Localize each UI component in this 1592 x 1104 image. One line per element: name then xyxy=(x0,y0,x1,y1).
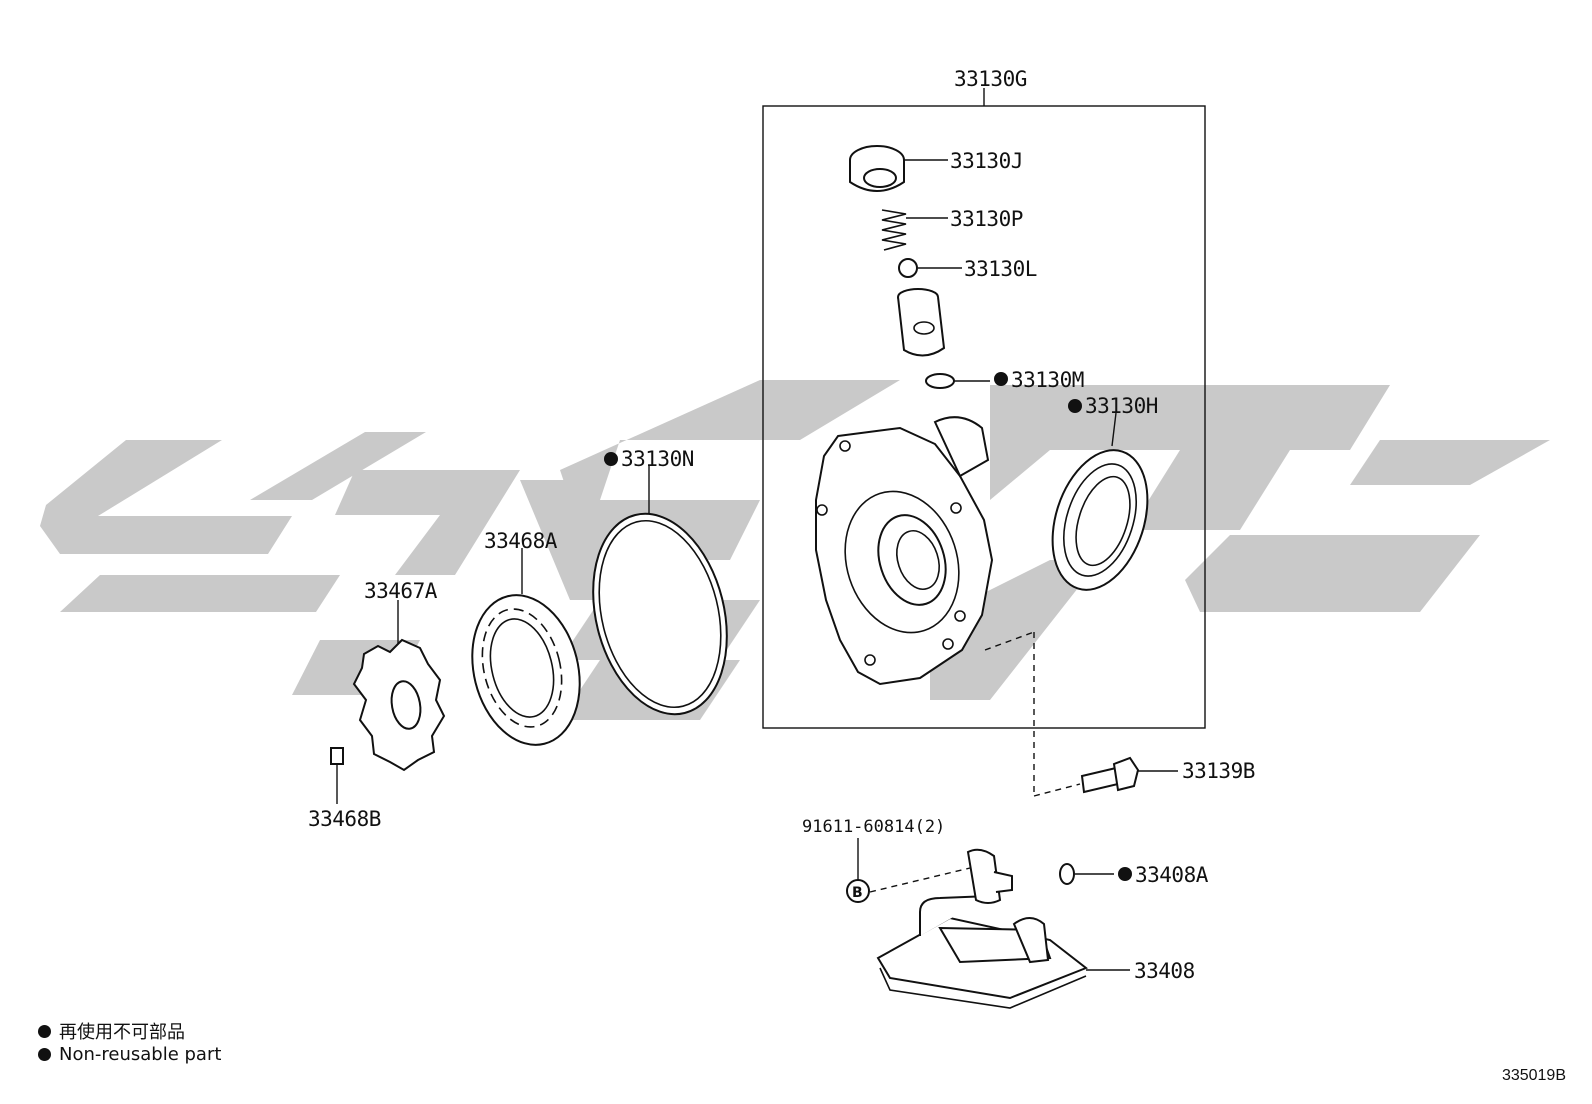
gear-33467A: 33467A xyxy=(352,579,446,772)
label-33408A: 33408A xyxy=(1135,863,1209,887)
non-reusable-dot-icon xyxy=(38,1024,51,1038)
key-33468B: 33468B xyxy=(308,747,381,831)
label-33130L: 33130L xyxy=(964,257,1037,281)
non-reusable-dot-icon xyxy=(994,372,1008,386)
label-33467A: 33467A xyxy=(364,579,438,603)
legend-line-japanese: 再使用不可部品 xyxy=(38,1018,185,1044)
non-reusable-dot-icon xyxy=(1118,867,1132,881)
oring-33130N: 33130N xyxy=(592,447,728,716)
non-reusable-dot-icon xyxy=(38,1048,51,1061)
label-33468B: 33468B xyxy=(308,807,381,831)
gear-33468A: 33468A xyxy=(471,529,581,746)
label-33130P: 33130P xyxy=(950,207,1023,231)
assembly-label: 33130G xyxy=(954,67,1027,91)
label-33130M: 33130M xyxy=(1011,368,1084,392)
plug-33130J: 33130J xyxy=(849,145,1023,192)
label-33130J: 33130J xyxy=(950,149,1023,173)
non-reusable-dot-icon xyxy=(1068,399,1082,413)
legend-text-english: Non-reusable part xyxy=(59,1044,222,1065)
relief-valve xyxy=(897,288,946,357)
bolt-91611: 91611-60814(2) B xyxy=(802,817,971,903)
oring-33408A: 33408A xyxy=(1059,863,1209,887)
bolt-callout-letter: B xyxy=(852,885,863,901)
label-33408: 33408 xyxy=(1134,959,1195,983)
oring-33130M: 33130M xyxy=(925,368,1084,392)
watermark-logo xyxy=(40,380,1550,720)
legend-line-english: Non-reusable part xyxy=(38,1044,221,1065)
pump-body xyxy=(815,416,994,686)
drawing-code: 335019B xyxy=(1501,1067,1566,1084)
bolt-callout-icon xyxy=(846,879,870,903)
label-91611: 91611-60814(2) xyxy=(802,817,945,837)
strainer-33408: 33408 xyxy=(876,848,1195,1009)
ball-33130L: 33130L xyxy=(898,257,1037,281)
label-33139B: 33139B xyxy=(1182,759,1255,783)
label-33130N: 33130N xyxy=(621,447,694,471)
label-33130H: 33130H xyxy=(1085,394,1158,418)
bolt-33139B: 33139B xyxy=(984,631,1255,797)
legend-text-japanese: 再使用不可部品 xyxy=(59,1022,185,1043)
non-reusable-dot-icon xyxy=(604,452,618,466)
spring-33130P: 33130P xyxy=(881,207,1023,251)
seal-33130H: 33130H xyxy=(1051,394,1158,591)
label-33468A: 33468A xyxy=(484,529,558,553)
